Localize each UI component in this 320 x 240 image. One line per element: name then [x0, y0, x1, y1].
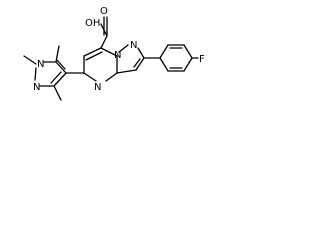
carboxylic-acid-group: O OH — [85, 6, 108, 49]
fluorine-label: F — [199, 54, 205, 65]
carbonyl-oxygen-label: O — [100, 6, 108, 17]
pyrimidine-n-label: N — [94, 82, 101, 93]
molecule-drawing: O OH N N N — [23, 6, 205, 101]
pyrazole-n1-label: N — [37, 59, 44, 70]
pyrazole-n2-label: N — [33, 82, 40, 93]
hydroxyl-label: OH — [85, 18, 100, 29]
fluorophenyl-group: F — [143, 44, 205, 72]
pyrazolo-n2-label: N — [130, 40, 137, 51]
trimethylpyrazole-group: N N — [23, 45, 85, 101]
chemical-structure: O OH N N N — [0, 0, 212, 111]
pyrazolopyrimidine-core: N N N — [83, 40, 145, 93]
bridgehead-n-label: N — [114, 50, 121, 61]
